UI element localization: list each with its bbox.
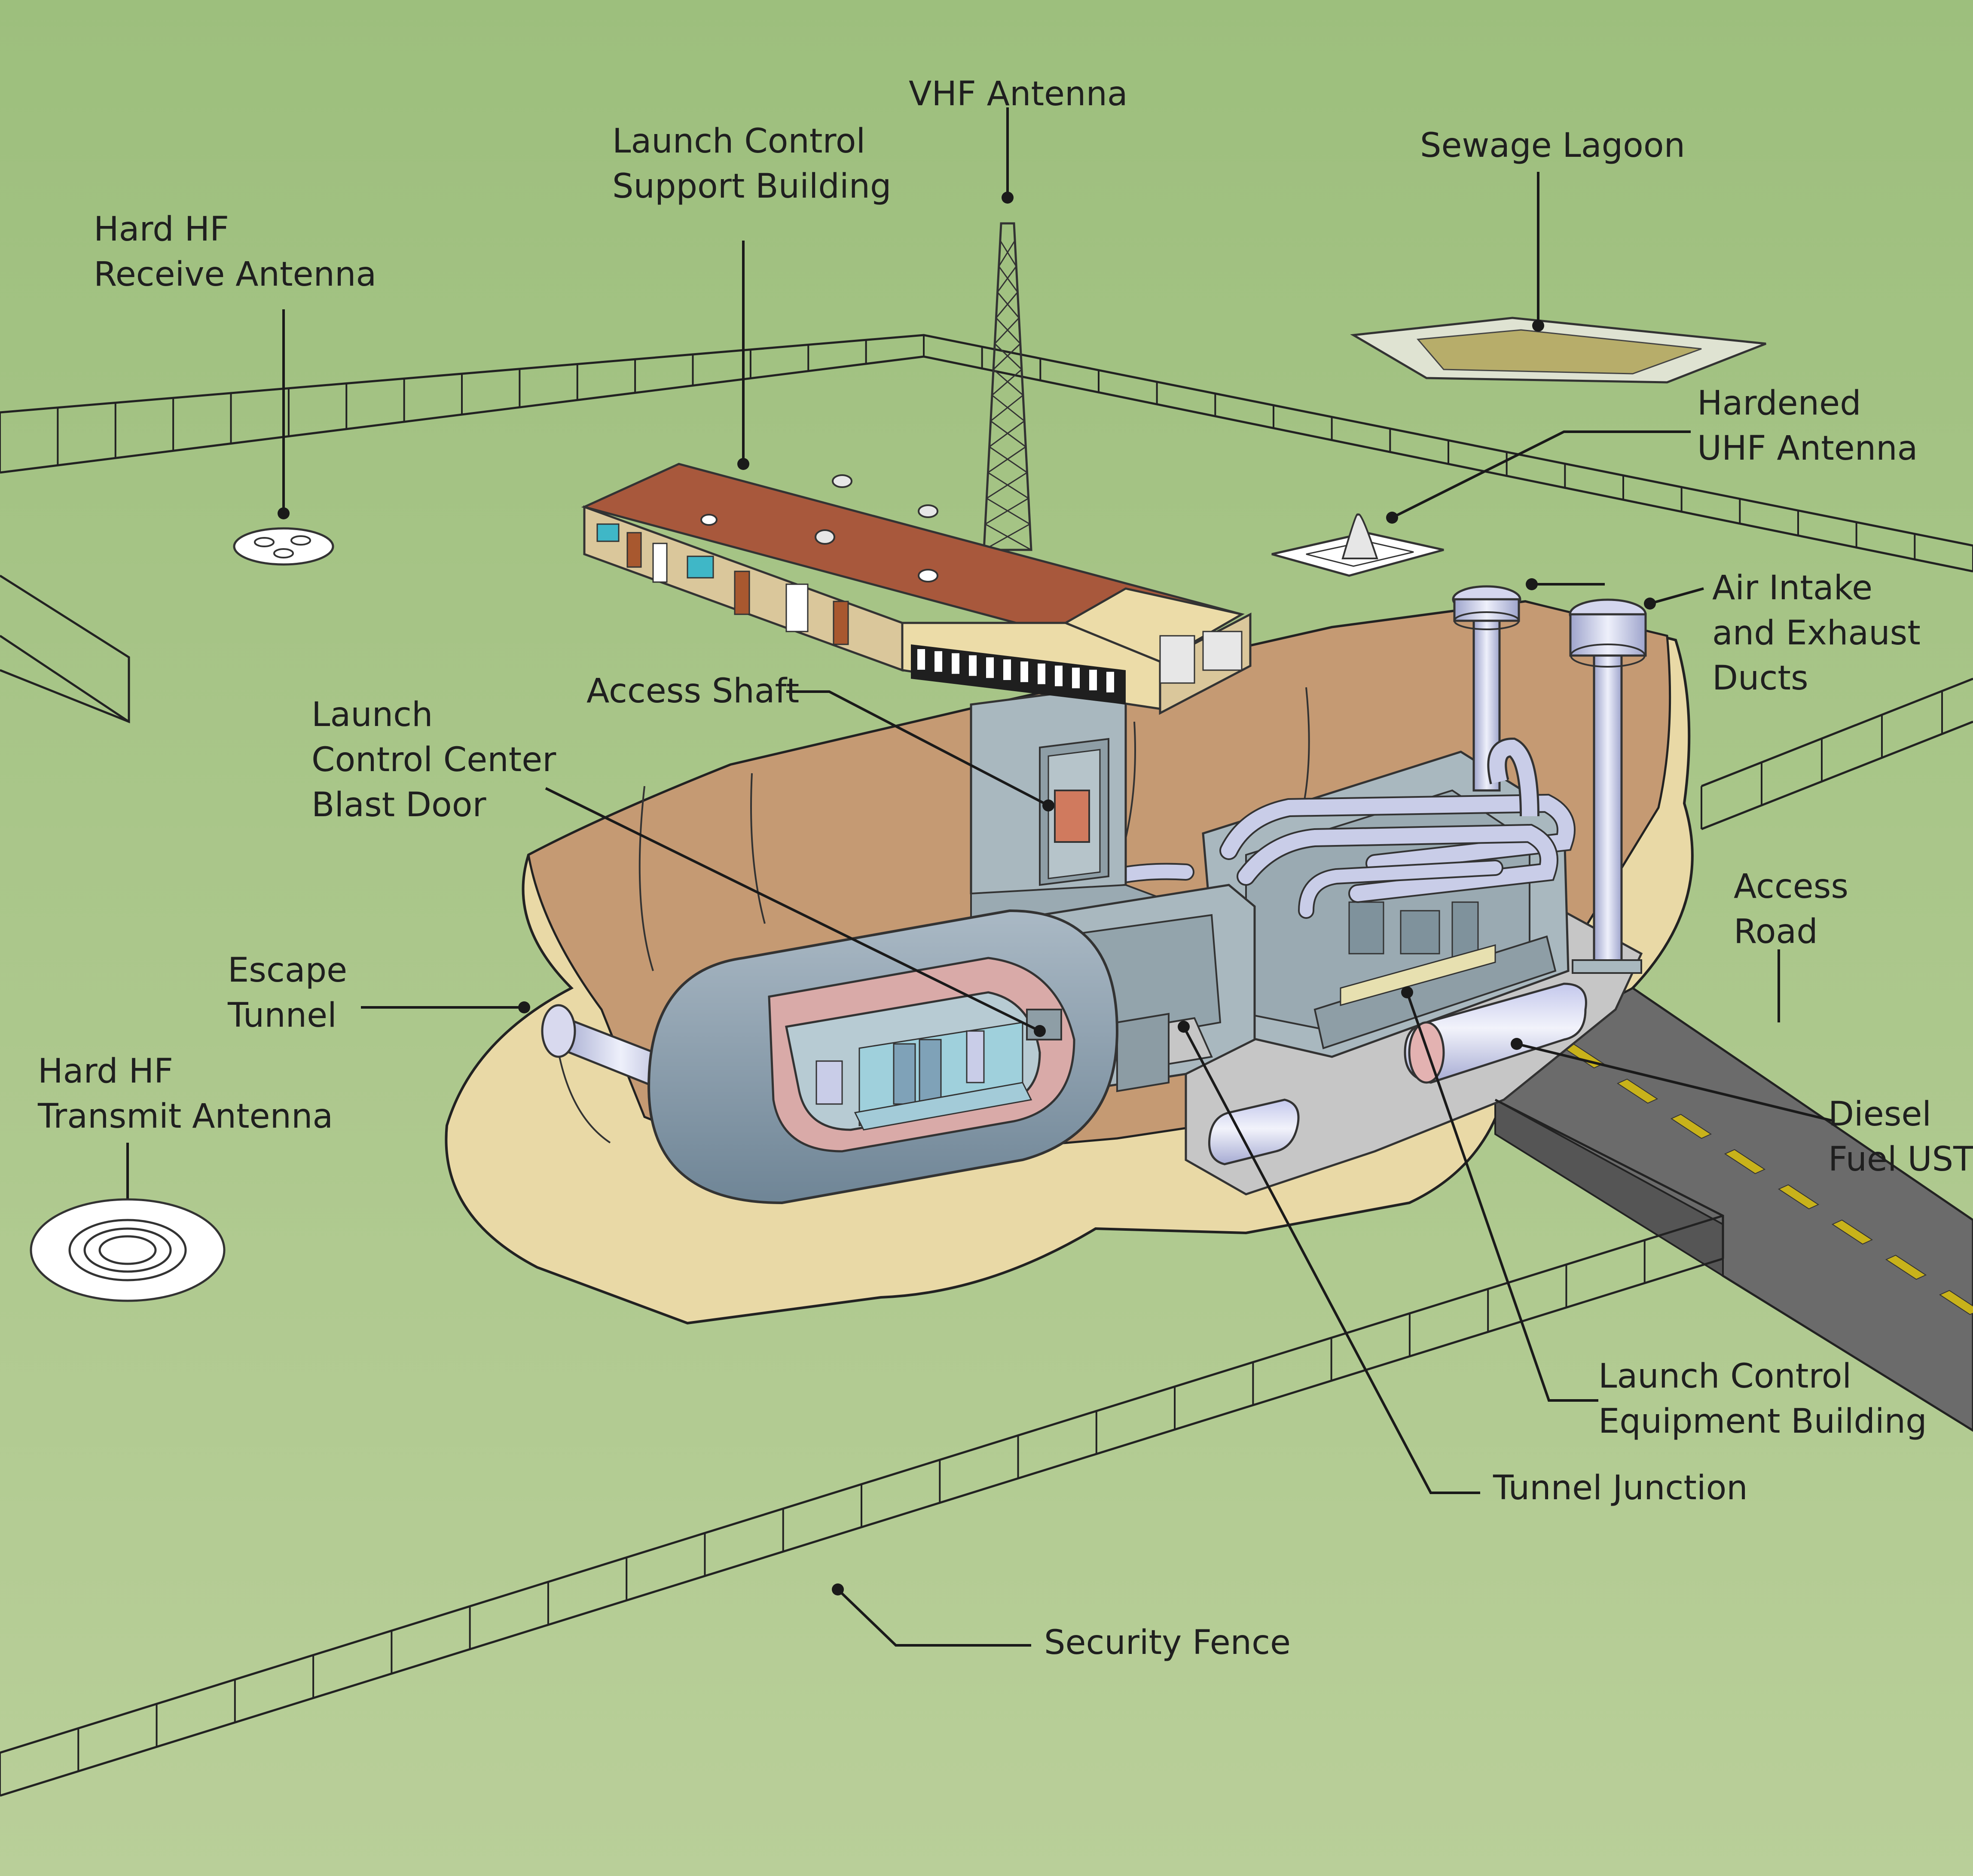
security-fence-front (0, 1098, 1724, 1797)
leader-blast-door (545, 787, 1041, 1032)
label-air-ducts-line2: and Exhaust (1712, 614, 1921, 653)
label-blast-door-line2: Control Center (312, 741, 556, 779)
label-hf-transmit-line1: Hard HF (38, 1052, 173, 1091)
air-intake-exhaust-ducts (1452, 585, 1647, 974)
leader-access-shaft (786, 690, 1049, 807)
leader-uhf-antenna (1391, 430, 1691, 519)
security-fence-left (0, 574, 130, 723)
label-blast-door-line3: Blast Door (312, 786, 486, 824)
label-equipment-building-line2: Equipment Building (1598, 1402, 1927, 1441)
label-access-road-line2: Road (1734, 912, 1818, 951)
label-uhf-line1: Hardened (1697, 384, 1861, 423)
label-security-fence: Security Fence (1044, 1623, 1291, 1662)
label-support-building-line2: Support Building (612, 167, 892, 206)
hard-hf-receive-antenna (233, 527, 334, 566)
label-air-ducts-line3: Ducts (1712, 659, 1808, 698)
leader-diesel-ust (1516, 1043, 1835, 1123)
hard-hf-transmit-antenna (30, 1198, 226, 1302)
label-uhf-line2: UHF Antenna (1697, 429, 1918, 468)
security-fence-right (1701, 677, 1973, 830)
launch-control-support-building (581, 463, 1252, 715)
leader-lines (126, 107, 1835, 1647)
label-vhf-antenna: VHF Antenna (909, 75, 1128, 113)
labels: VHF Antenna Launch Control Support Build… (37, 75, 1973, 1662)
leader-air-duct-2 (1649, 587, 1704, 605)
label-tunnel-junction: Tunnel Junction (1493, 1469, 1748, 1507)
security-fence-back (0, 334, 1973, 573)
sewage-lagoon (1350, 317, 1766, 384)
label-access-road-line1: Access (1734, 867, 1848, 906)
leader-tunnel-junction (1182, 1026, 1480, 1494)
leader-security-fence (837, 1588, 1031, 1647)
label-hf-transmit-line2: Transmit Antenna (37, 1097, 333, 1136)
label-diesel-line2: Fuel UST (1828, 1140, 1973, 1179)
label-hf-receive-line2: Receive Antenna (94, 255, 376, 294)
leader-equipment-building (1406, 992, 1598, 1402)
label-blast-door-line1: Launch (312, 695, 433, 734)
label-escape-tunnel-line2: Tunnel (227, 996, 337, 1035)
label-air-ducts-line1: Air Intake (1712, 569, 1872, 607)
label-sewage-lagoon: Sewage Lagoon (1420, 126, 1685, 165)
hardened-uhf-antenna (1271, 513, 1444, 577)
label-equipment-building-line1: Launch Control (1598, 1357, 1851, 1396)
label-hf-receive-line1: Hard HF (94, 210, 229, 249)
label-escape-tunnel-line1: Escape (228, 951, 347, 990)
pipework (1057, 793, 1576, 919)
label-diesel-line1: Diesel (1828, 1095, 1931, 1134)
launch-control-center-capsule (647, 909, 1119, 1205)
label-support-building-line1: Launch Control (612, 122, 865, 161)
label-access-shaft: Access Shaft (586, 672, 799, 711)
vhf-antenna-tower (983, 222, 1032, 551)
